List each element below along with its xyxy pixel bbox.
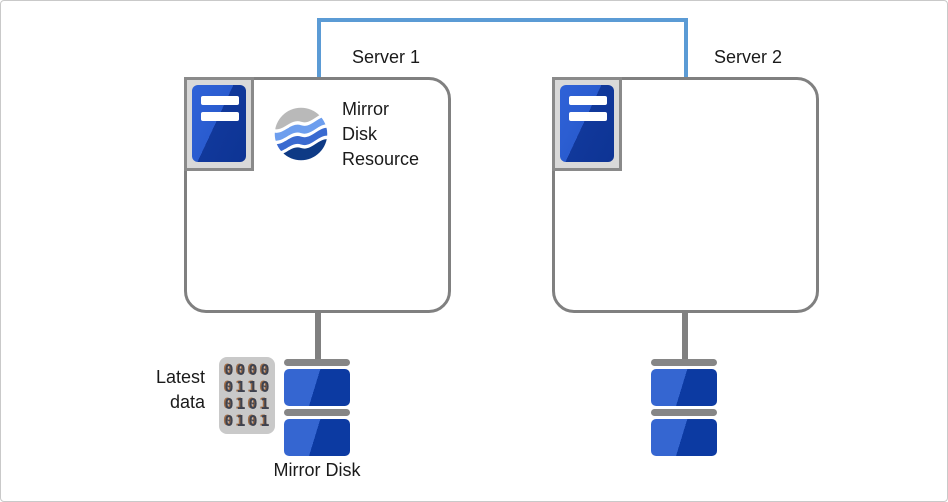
binary-row: 0101: [224, 395, 273, 413]
mirror-disk-label: Mirror Disk: [273, 460, 361, 480]
tower-slot-icon: [201, 112, 239, 121]
tower-slot-icon: [569, 96, 607, 105]
mirror-disk-resource-icon: [274, 107, 328, 161]
latest-data-line: data: [169, 392, 205, 412]
disk-bar: [284, 409, 350, 416]
binary-row: 0000: [224, 361, 273, 379]
mdr-label-line: Resource: [342, 149, 420, 169]
binary-row: 0110: [224, 378, 273, 396]
server2-label: Server 2: [713, 47, 783, 67]
tower-slot-icon: [569, 112, 607, 121]
server2-disk-connector: [682, 311, 688, 360]
interconnect-line-right: [684, 18, 688, 78]
server-tower-icon: [192, 85, 246, 162]
interconnect-line-left: [317, 18, 321, 78]
server2-mirror-disk-icon: [651, 359, 717, 456]
latest-data-line: Latest: [155, 367, 205, 387]
latest-data-label: Latest data: [115, 365, 205, 415]
mdr-label-line: Disk: [342, 124, 377, 144]
tower-slot-icon: [201, 96, 239, 105]
disk-bar: [651, 409, 717, 416]
interconnect-line-horizontal: [317, 18, 688, 22]
disk-bar: [651, 359, 717, 366]
server1-mirror-disk-icon: [284, 359, 350, 456]
server-tower-icon: [560, 85, 614, 162]
binary-row: 0101: [224, 412, 273, 430]
binary-data-icon: 0000 0110 0101 0101: [219, 357, 275, 434]
disk-platter: [284, 419, 350, 456]
mdr-label-line: Mirror: [342, 99, 389, 119]
server1-icon: [184, 77, 254, 171]
disk-platter: [651, 369, 717, 406]
server1-label: Server 1: [351, 47, 421, 67]
server1-disk-connector: [315, 311, 321, 360]
mirror-disk-resource-label: Mirror Disk Resource: [342, 97, 419, 172]
disk-platter: [651, 419, 717, 456]
disk-platter: [284, 369, 350, 406]
server2-icon: [552, 77, 622, 171]
disk-bar: [284, 359, 350, 366]
